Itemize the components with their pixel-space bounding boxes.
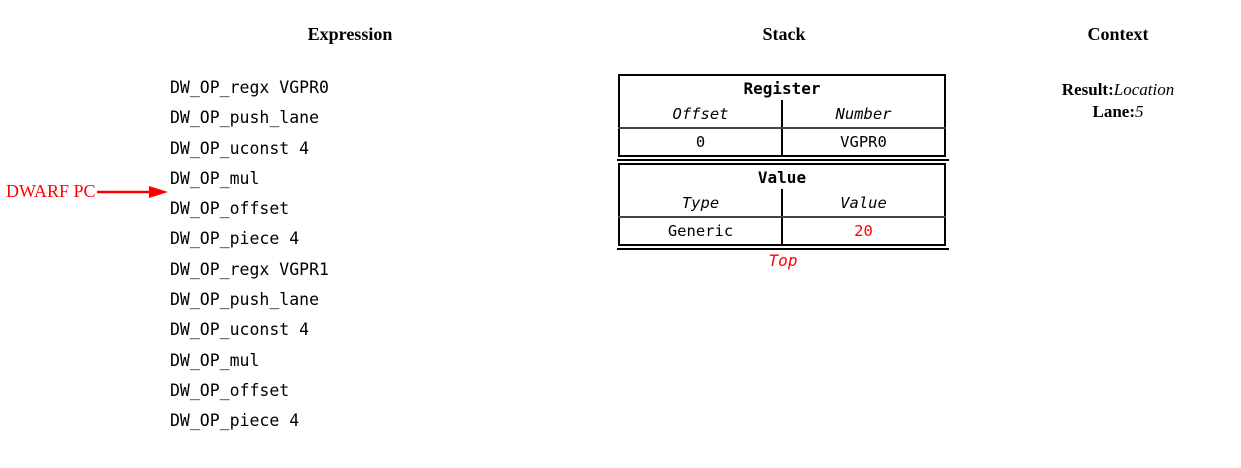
stack-entry-value: Value Type Value Generic 20 bbox=[618, 163, 946, 246]
expression-line: DW_OP_mul bbox=[170, 350, 260, 370]
page-title-context: Context bbox=[1087, 24, 1149, 44]
expression-line: DW_OP_push_lane bbox=[170, 290, 320, 310]
table-row: Offset Number bbox=[619, 100, 945, 129]
stack-separator-rule bbox=[617, 159, 949, 161]
table-row: Register bbox=[619, 75, 945, 100]
expression-list: DW_OP_regx VGPR0 DW_OP_push_lane DW_OP_u… bbox=[170, 73, 470, 437]
stack-entry-title: Register bbox=[743, 78, 821, 98]
table-row: Type Value bbox=[619, 189, 945, 218]
table-row: Value bbox=[619, 164, 945, 189]
dwarf-pc-marker: DWARF PC bbox=[6, 179, 169, 203]
expression-line: DW_OP_uconst 4 bbox=[170, 138, 310, 158]
expression-line: DW_OP_piece 4 bbox=[170, 229, 300, 249]
cell-value-value: 20 bbox=[854, 222, 873, 240]
cell-number-value: VGPR0 bbox=[840, 133, 887, 151]
stack-bottom-rule bbox=[617, 248, 949, 250]
context-row-result: Result:Location bbox=[1018, 79, 1218, 101]
cell-type-value: Generic bbox=[619, 217, 783, 245]
stack-entry-title: Value bbox=[757, 167, 807, 187]
column-header-value: Value bbox=[782, 189, 945, 218]
expression-line: DW_OP_offset bbox=[170, 380, 290, 400]
arrow-right-icon bbox=[96, 186, 168, 198]
table-row: Generic 20 bbox=[619, 217, 945, 245]
expression-line: DW_OP_push_lane bbox=[170, 108, 320, 128]
context-key-result: Result: bbox=[1061, 80, 1114, 99]
stack-area: Register Offset Number 0 VGPR0 Value Typ… bbox=[617, 74, 952, 272]
column-header-number: Number bbox=[782, 100, 945, 129]
dwarf-pc-label: DWARF PC bbox=[6, 181, 96, 201]
context-row-lane: Lane:5 bbox=[1018, 101, 1218, 123]
column-header-type: Type bbox=[619, 189, 783, 218]
cell-offset-value: 0 bbox=[619, 128, 783, 156]
expression-line: DW_OP_piece 4 bbox=[170, 411, 300, 431]
expression-line: DW_OP_mul bbox=[170, 168, 260, 188]
expression-line: DW_OP_offset bbox=[170, 199, 290, 219]
expression-line: DW_OP_regx VGPR1 bbox=[170, 259, 329, 279]
column-header-offset: Offset bbox=[619, 100, 783, 129]
expression-line: DW_OP_regx VGPR0 bbox=[170, 78, 329, 97]
context-block: Result:Location Lane:5 bbox=[1018, 79, 1218, 123]
page-title-expression: Expression bbox=[307, 24, 393, 44]
page-title-stack: Stack bbox=[762, 24, 806, 44]
stack-top-label: Top bbox=[768, 251, 798, 270]
context-value-result: Location bbox=[1113, 80, 1175, 99]
context-key-lane: Lane: bbox=[1092, 102, 1136, 121]
table-row: 0 VGPR0 bbox=[619, 128, 945, 156]
context-value-lane: 5 bbox=[1135, 102, 1144, 121]
expression-line: DW_OP_uconst 4 bbox=[170, 320, 310, 340]
stack-entry-register: Register Offset Number 0 VGPR0 bbox=[618, 74, 946, 157]
